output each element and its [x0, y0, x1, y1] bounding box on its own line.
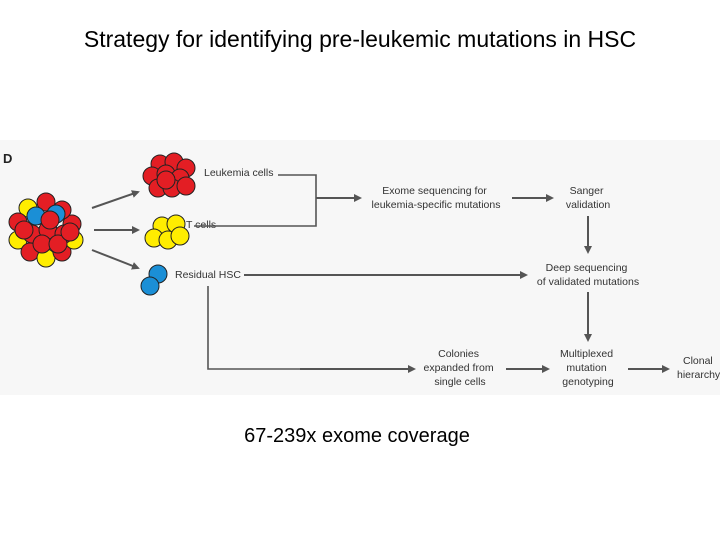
bracket-leukemia-line — [194, 174, 317, 227]
cell-icon — [32, 234, 52, 254]
cell-icon — [60, 222, 80, 242]
genotyping-line-1: Multiplexed — [560, 348, 613, 360]
deep-line-1: Deep sequencing — [546, 262, 628, 274]
cell-icon — [40, 210, 60, 230]
sanger-line-2: validation — [566, 199, 611, 211]
cell-icon — [140, 276, 160, 296]
figure-background — [0, 140, 720, 395]
cell-icon — [14, 220, 34, 240]
residual-hsc-label: Residual HSC — [175, 269, 241, 281]
genotyping-line-3: genotyping — [562, 376, 614, 388]
clonal-line-2: hierarchy — [677, 369, 720, 381]
arrow-to-hsc — [91, 249, 140, 270]
t-cell-cluster-icon — [144, 214, 190, 250]
colonies-line-2: expanded from — [424, 362, 494, 374]
sanger-line-1: Sanger — [570, 185, 604, 197]
slide-title: Strategy for identifying pre-leukemic mu… — [83, 26, 637, 52]
exome-sequencing-label: Exome sequencing for leukemia-specific m… — [372, 185, 501, 211]
cell-icon — [48, 234, 68, 254]
leukemia-cell-cluster-icon — [142, 152, 196, 198]
exome-line-2: leukemia-specific mutations — [372, 199, 501, 211]
strategy-diagram: D Leukemia cells T cells Residual HSC Ex… — [0, 140, 720, 395]
arrow-to-leukemia — [91, 190, 140, 209]
cell-icon — [176, 176, 196, 196]
genotyping-label: Multiplexed mutation genotyping — [560, 348, 616, 388]
colonies-line-1: Colonies — [438, 348, 479, 360]
hsc-cell-cluster-icon — [140, 264, 168, 296]
mixed-cell-cluster-icon — [8, 192, 84, 268]
clonal-line-1: Clonal — [683, 355, 713, 367]
coverage-caption: 67-239x exome coverage — [244, 425, 470, 447]
clonal-hierarchy-label: Clonal hierarchy — [677, 355, 720, 381]
leukemia-cells-label: Leukemia cells — [204, 167, 273, 179]
cell-icon — [156, 170, 176, 190]
sanger-validation-label: Sanger validation — [566, 185, 611, 211]
cell-icon — [170, 226, 190, 246]
exome-line-1: Exome sequencing for — [382, 185, 487, 197]
panel-label: D — [3, 151, 12, 166]
colonies-line-3: single cells — [434, 376, 485, 388]
hsc-colony-line — [207, 286, 300, 370]
colonies-label: Colonies expanded from single cells — [424, 348, 497, 388]
genotyping-line-2: mutation — [566, 362, 606, 374]
t-cells-label: T cells — [186, 219, 216, 231]
deep-line-2: of validated mutations — [537, 276, 639, 288]
deep-sequencing-label: Deep sequencing of validated mutations — [537, 262, 639, 288]
